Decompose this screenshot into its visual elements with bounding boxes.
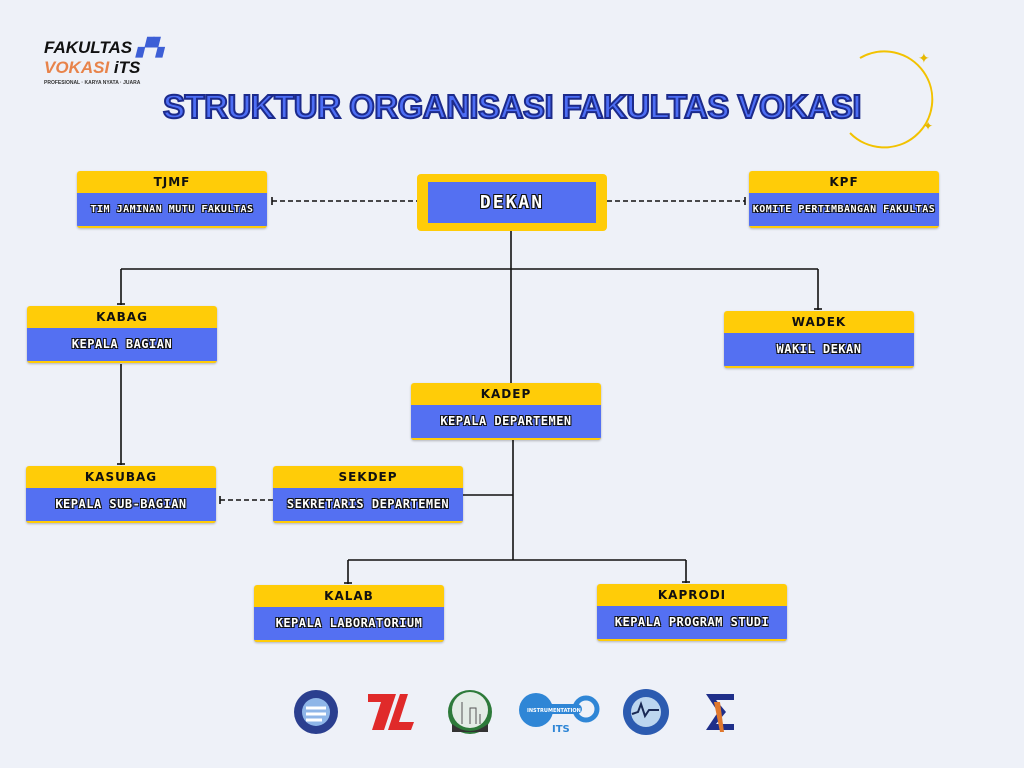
- box-abbr: KAPRODI: [597, 584, 787, 606]
- dept-logo-chemical-icon: [448, 690, 492, 734]
- crescent-moon-decoration: ✦ ✦: [849, 50, 934, 149]
- page-title: STRUKTUR ORGANISASI FAKULTAS VOKASI: [162, 87, 863, 126]
- box-name: KOMITE PERTIMBANGAN FAKULTAS: [749, 193, 939, 228]
- box-name: KEPALA DEPARTEMEN: [411, 405, 601, 440]
- box-name: KEPALA LABORATORIUM: [254, 607, 444, 642]
- box-abbr: KADEP: [411, 383, 601, 405]
- box-abbr: SEKDEP: [273, 466, 463, 488]
- box-abbr: KPF: [749, 171, 939, 193]
- box-abbr: KASUBAG: [26, 466, 216, 488]
- dept-logo-instrumentation-icon: INSTRUMENTATION ITS: [519, 693, 600, 735]
- dept-logo-tl-icon: [368, 694, 414, 730]
- box-abbr: KALAB: [254, 585, 444, 607]
- box-abbr: KABAG: [27, 306, 217, 328]
- box-name: KEPALA PROGRAM STUDI: [597, 606, 787, 641]
- svg-text:ITS: ITS: [552, 724, 570, 735]
- box-name: KEPALA BAGIAN: [27, 328, 217, 363]
- box-name: SEKRETARIS DEPARTEMEN: [273, 488, 463, 523]
- box-name: TIM JAMINAN MUTU FAKULTAS: [77, 193, 267, 228]
- dekan-label: DEKAN: [428, 182, 596, 223]
- box-abbr: WADEK: [724, 311, 914, 333]
- box-name: KEPALA SUB-BAGIAN: [26, 488, 216, 523]
- svg-text:INSTRUMENTATION: INSTRUMENTATION: [527, 708, 581, 714]
- box-name: WAKIL DEKAN: [724, 333, 914, 368]
- svg-text:✦: ✦: [923, 119, 933, 133]
- svg-text:✦: ✦: [918, 51, 930, 67]
- dept-logo-business-stats-icon: [706, 694, 734, 732]
- dept-logo-electrical-icon: [623, 689, 669, 735]
- dekan-box: DEKAN: [417, 174, 607, 231]
- dept-logo-civil-icon: [294, 690, 338, 734]
- box-abbr: TJMF: [77, 171, 267, 193]
- faculty-logo: FAKULTAS ▞▚ VOKASI iTS PROFESIONAL · KAR…: [44, 38, 164, 86]
